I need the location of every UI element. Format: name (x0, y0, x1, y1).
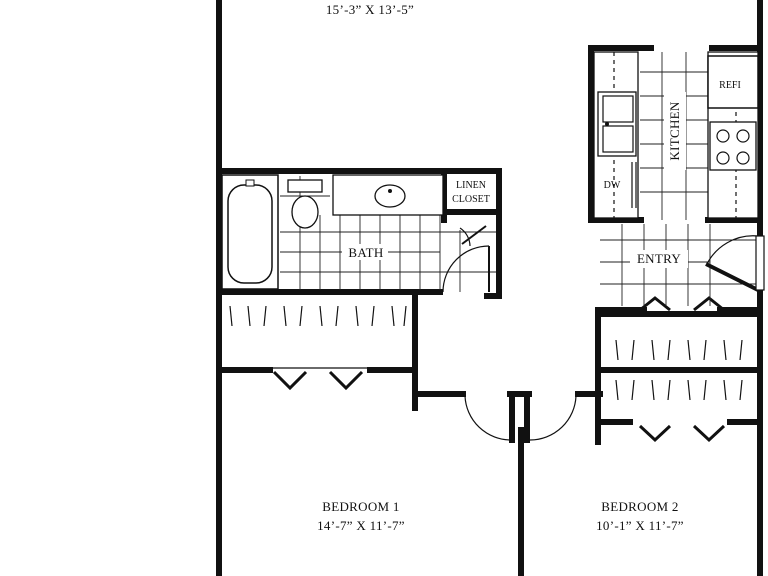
bedroom2-bifold-left (638, 424, 672, 443)
range-cooktop-icon (709, 121, 757, 171)
kitchen-room: DW REFI KITCHEN (593, 51, 759, 220)
bedroom2-bifold-right (692, 424, 726, 443)
toilet-tank-icon (287, 179, 323, 193)
bedroom1-door-swing (464, 395, 512, 441)
front-door-swing (705, 235, 759, 267)
bath-door-swing (442, 245, 490, 293)
linen-closet-label-line2: CLOSET (452, 194, 490, 205)
bifold-door-left (272, 370, 308, 391)
lower-closet-hangers (615, 379, 743, 401)
bedroom2-label: BEDROOM 2 (601, 499, 678, 514)
bathtub-basin (227, 184, 273, 284)
sink-faucet-icon (388, 189, 392, 193)
kitchen-label: KITCHEN (667, 101, 682, 160)
bedroom2-closets (598, 296, 760, 443)
sink-icon (374, 184, 406, 208)
bedroom1-dims: 14’-7” X 11’-7” (317, 518, 405, 533)
bedroom2-door-swing (529, 395, 577, 441)
living-room-dims: 15’-3” X 13’-5” (326, 2, 414, 17)
front-door (705, 262, 759, 292)
entry-label: ENTRY (637, 251, 681, 266)
linen-closet-door (461, 225, 487, 245)
bedroom1-label: BEDROOM 1 (322, 499, 399, 514)
bath-room: BATH (221, 174, 496, 293)
bedroom-doors (464, 395, 577, 441)
linen-closet-label-line1: LINEN (456, 180, 486, 191)
entry-room: ENTRY (600, 224, 765, 306)
kitchen-sink-icon (597, 91, 637, 157)
bath-label: BATH (348, 245, 383, 260)
bedroom1-closet (219, 305, 415, 391)
linen-closet: LINEN CLOSET (452, 180, 490, 247)
linen-door-swing (459, 227, 471, 247)
walls (216, 0, 763, 576)
entry-closet-bifold-right (693, 296, 725, 312)
toilet-bowl-icon (291, 195, 319, 229)
bifold-door-right (328, 370, 364, 391)
closet-hangers (229, 305, 407, 327)
bedroom2-dims: 10’-1” X 11’-7” (596, 518, 684, 533)
refrigerator-label: REFI (719, 80, 741, 91)
dishwasher-label: DW (604, 180, 621, 191)
refrigerator-icon (707, 55, 759, 109)
upper-closet-hangers (615, 339, 743, 361)
entry-closet-bifold-left (639, 296, 671, 312)
room-labels: 15’-3” X 13’-5” BEDROOM 1 14’-7” X 11’-7… (317, 2, 684, 533)
front-door-frame (755, 235, 765, 291)
tub-faucet-icon (245, 179, 255, 187)
